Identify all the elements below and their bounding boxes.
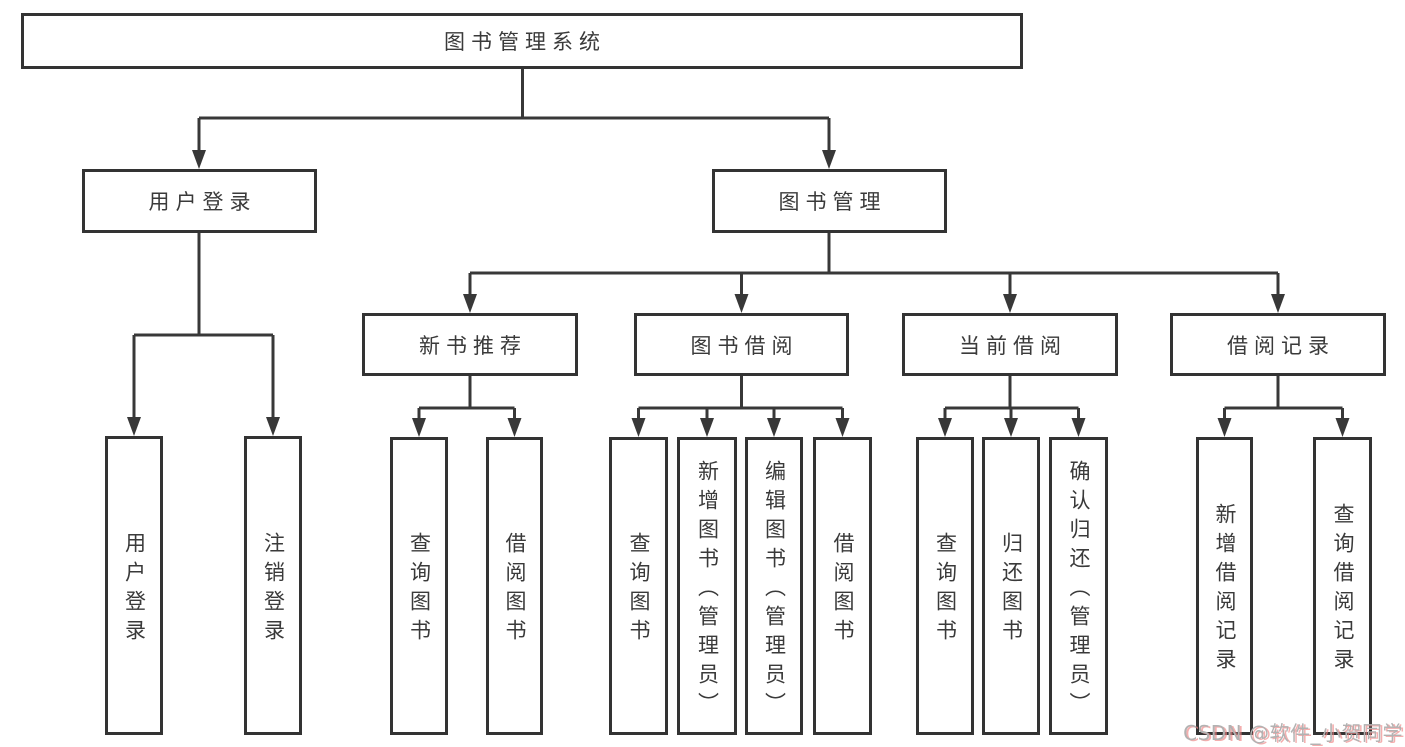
leaf-add-books-admin: 新增图书（管理员）: [677, 437, 737, 735]
leaf-confirm-return-admin-label: 确认归还（管理员）: [1067, 459, 1091, 721]
leaf-edit-books-admin: 编辑图书（管理员）: [745, 437, 803, 735]
leaf-edit-books-admin-label: 编辑图书（管理员）: [762, 459, 787, 721]
leaf-logout-label: 注销登录: [261, 531, 286, 648]
leaf-query-books-current-label: 查询图书: [933, 532, 958, 648]
node-book-borrow-label: 图书借阅: [690, 333, 799, 358]
leaf-user-login-label: 用户登录: [122, 531, 147, 648]
leaf-query-books-borrow-label: 查询图书: [627, 532, 651, 648]
node-root-label: 图书管理系统: [444, 30, 606, 54]
leaf-query-borrow-record-label: 查询借阅记录: [1331, 503, 1355, 677]
node-new-book-recommend: 新书推荐: [362, 313, 578, 376]
leaf-add-borrow-record-label: 新增借阅记录: [1213, 503, 1237, 677]
node-user-login: 用户登录: [82, 169, 317, 233]
leaf-query-books-borrow: 查询图书: [609, 437, 668, 735]
leaf-borrow-books-label: 借阅图书: [831, 532, 855, 648]
node-new-book-recommend-label: 新书推荐: [419, 333, 527, 358]
node-book-borrow: 图书借阅: [634, 313, 849, 376]
leaf-logout: 注销登录: [244, 436, 302, 735]
leaf-query-books-recommend: 查询图书: [390, 437, 448, 735]
node-user-login-label: 用户登录: [148, 190, 257, 214]
leaf-return-books: 归还图书: [982, 437, 1040, 735]
leaf-add-borrow-record: 新增借阅记录: [1196, 437, 1253, 735]
csdn-watermark: CSDN @软件_小贺同学: [1183, 721, 1403, 745]
leaf-query-books-current: 查询图书: [916, 437, 974, 735]
node-root: 图书管理系统: [21, 13, 1023, 69]
leaf-confirm-return-admin: 确认归还（管理员）: [1049, 437, 1108, 735]
leaf-query-books-recommend-label: 查询图书: [407, 532, 432, 648]
leaf-query-borrow-record: 查询借阅记录: [1313, 437, 1372, 735]
leaf-add-books-admin-label: 新增图书（管理员）: [695, 459, 720, 721]
leaf-borrow-books: 借阅图书: [813, 437, 872, 735]
node-current-borrow: 当前借阅: [902, 313, 1118, 376]
leaf-borrow-books-recommend: 借阅图书: [486, 437, 543, 735]
node-current-borrow-label: 当前借阅: [959, 333, 1067, 358]
leaf-user-login: 用户登录: [105, 436, 163, 735]
node-book-management-label: 图书管理: [778, 190, 887, 214]
node-borrow-record-label: 借阅记录: [1227, 333, 1335, 358]
leaf-borrow-books-recommend-label: 借阅图书: [503, 532, 527, 648]
node-book-management: 图书管理: [712, 169, 947, 233]
leaf-return-books-label: 归还图书: [999, 532, 1024, 648]
node-borrow-record: 借阅记录: [1170, 313, 1386, 376]
